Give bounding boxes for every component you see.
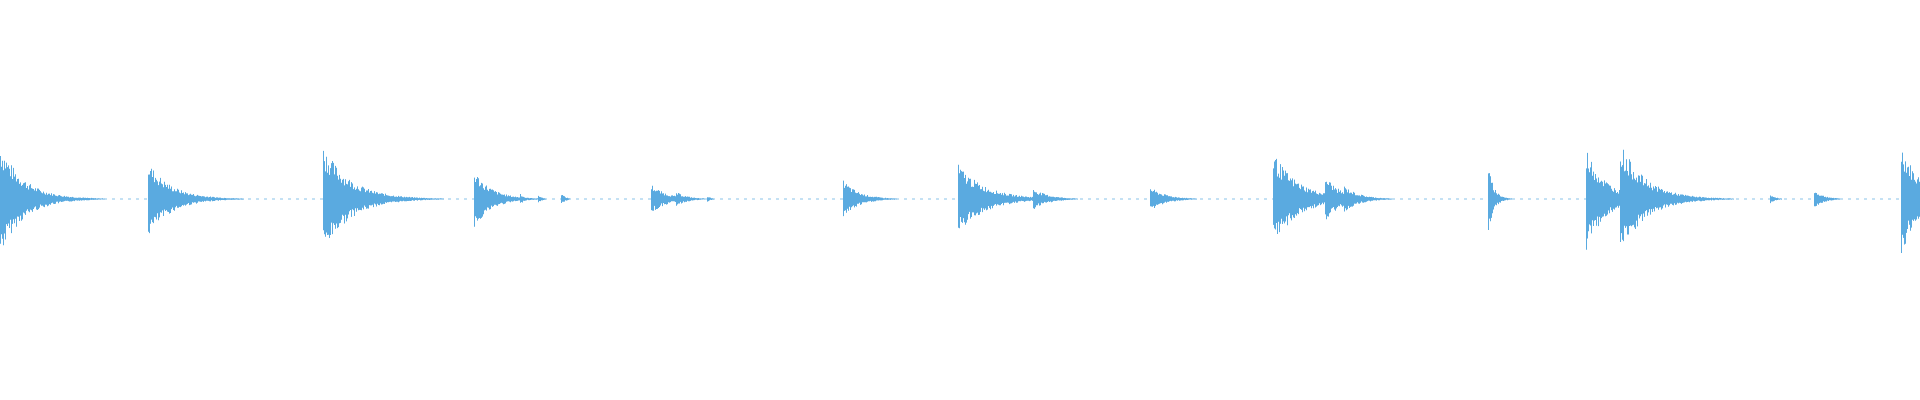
waveform-signal <box>0 149 1920 253</box>
